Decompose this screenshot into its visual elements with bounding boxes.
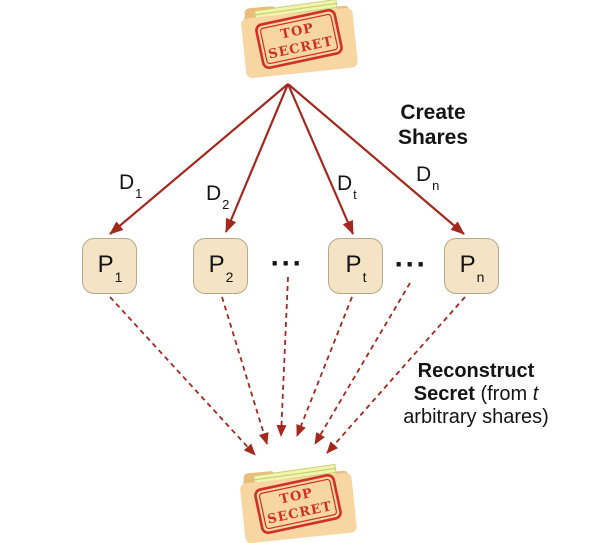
- secret-folder-top: TOP SECRET: [241, 0, 358, 79]
- share-arrow-d1: [109, 83, 289, 235]
- participant-box-pt: Pt: [328, 238, 383, 294]
- stamp-text-top: TOP: [279, 21, 315, 43]
- reconstruct-secret-label: Reconstruct Secret (from t arbitrary sha…: [386, 360, 566, 429]
- share-label-main: D: [337, 172, 353, 195]
- share-label-d2: D2: [206, 182, 229, 212]
- create-line2: Shares: [397, 126, 469, 149]
- folder-front: [240, 472, 357, 543]
- reconstruct-arrow-p1: [109, 296, 256, 456]
- reconstruct-line2: Secret (from t: [413, 383, 539, 405]
- share-label-sub: 2: [222, 197, 230, 213]
- participant-label: P2: [208, 251, 234, 285]
- share-label-dn: Dn: [416, 163, 439, 193]
- participant-box-p2: P2: [193, 238, 248, 294]
- reconstruct-arrow-ellipsis-left: [276, 276, 289, 437]
- share-label-main: D: [416, 163, 432, 186]
- share-label-dt: Dt: [337, 172, 357, 202]
- create-shares-label: Create Shares: [383, 100, 483, 150]
- reconstruct-line3: arbitrary shares): [403, 406, 549, 428]
- reconstruct-arrow-pt: [296, 296, 353, 437]
- reconstruct-arrows: [109, 276, 466, 456]
- stamp-text-top: TOP: [278, 486, 314, 508]
- reconstruct-arrow-ellipsis-right: [314, 282, 411, 445]
- participant-label: Pt: [345, 251, 367, 285]
- share-arrow-dn: [287, 83, 465, 235]
- share-label-sub: n: [432, 178, 440, 194]
- ellipsis-left: ···: [270, 247, 304, 280]
- create-line1: Create: [400, 101, 466, 124]
- reconstruct-arrow-p2: [221, 296, 269, 445]
- share-label-main: D: [119, 171, 135, 194]
- share-label-main: D: [206, 182, 222, 205]
- participant-label: P1: [97, 251, 123, 285]
- participant-box-pn: Pn: [444, 238, 499, 294]
- ellipsis-right: ···: [394, 248, 428, 281]
- create-share-arrows: [109, 83, 465, 235]
- share-arrow-dt: [286, 83, 355, 235]
- reconstruct-arrow-pn: [326, 296, 466, 454]
- share-label-sub: t: [353, 187, 357, 203]
- share-label-sub: 1: [135, 186, 143, 202]
- secret-folder-bottom: TOP SECRET: [240, 463, 357, 543]
- reconstruct-line1: Reconstruct: [417, 360, 535, 382]
- folder-front: [241, 7, 358, 79]
- participant-box-p1: P1: [82, 238, 137, 294]
- share-label-d1: D1: [119, 171, 142, 201]
- participant-label: Pn: [459, 251, 485, 285]
- share-arrow-d2: [224, 83, 290, 233]
